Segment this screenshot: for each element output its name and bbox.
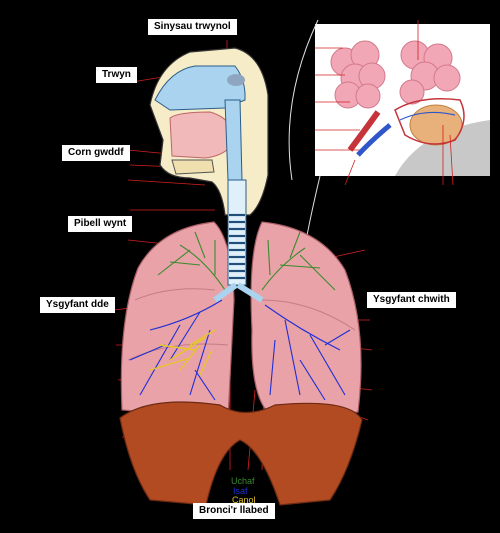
legend-lower: Isaf: [233, 486, 248, 496]
label-trachea: Pibell wynt: [68, 216, 133, 232]
label-right-lung: Ysgyfant dde: [40, 297, 115, 313]
head-airway: [149, 47, 269, 216]
legend-upper: Uchaf: [231, 476, 255, 486]
label-left-lung: Ysgyfant chwith: [367, 292, 456, 308]
label-sinuses: Sinysau trwynol: [148, 19, 237, 35]
label-lobar-bronchi: Bronci'r llabed: [193, 503, 275, 519]
alveoli-inset: [315, 24, 490, 176]
legend-middle: Canol: [232, 495, 256, 505]
trachea-shape: [213, 179, 264, 303]
label-nose: Trwyn: [96, 67, 137, 83]
label-throat: Corn gwddf: [62, 145, 130, 161]
